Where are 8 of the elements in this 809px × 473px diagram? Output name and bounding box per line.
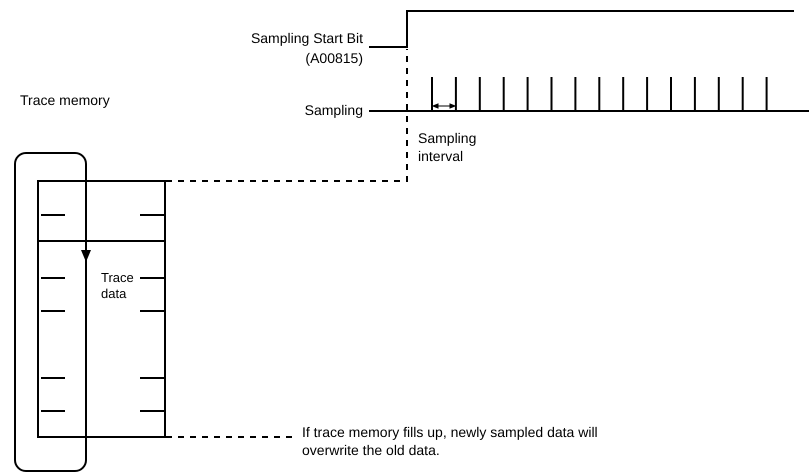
signal-label: Sampling xyxy=(304,102,363,120)
table-label: Trace data xyxy=(101,270,135,302)
dashed-leader-line xyxy=(166,49,408,182)
signal-label: Sampling Start Bit (A00815) xyxy=(250,29,363,68)
note-text: If trace memory fills up, newly sampled data will overwrite the old data. xyxy=(302,424,602,459)
memory-heading: Trace memory xyxy=(20,92,110,110)
interval-label: Sampling interval xyxy=(418,130,478,165)
trace-data-table xyxy=(37,180,166,438)
